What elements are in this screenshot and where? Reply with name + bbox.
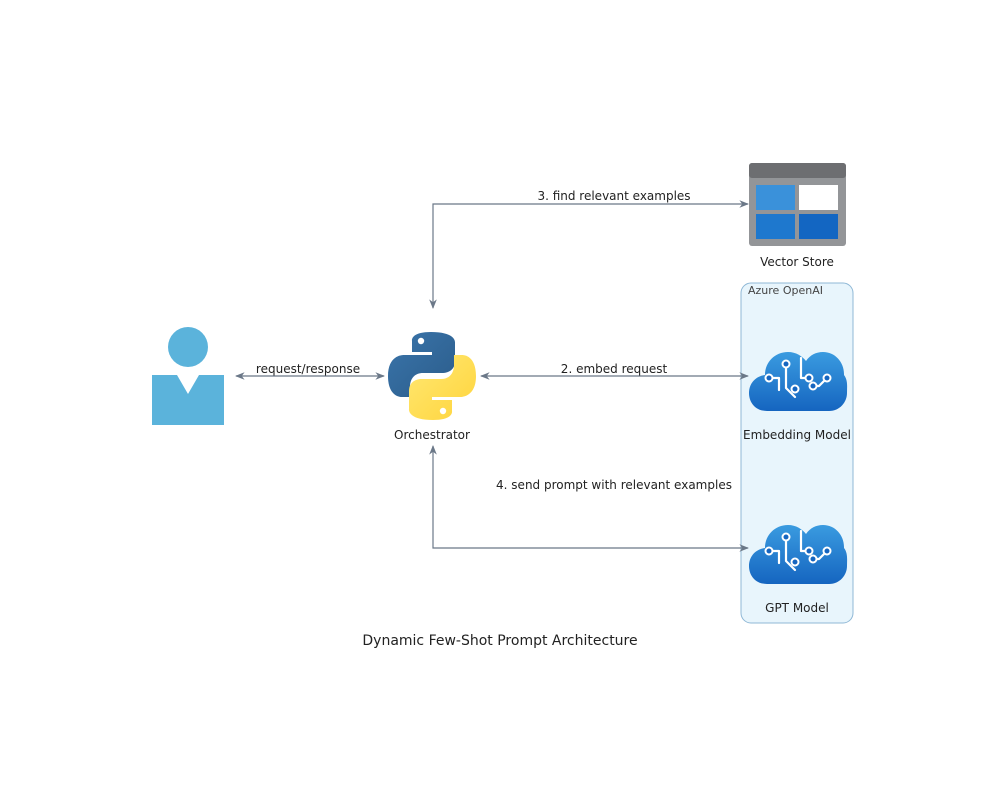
user-icon (152, 327, 224, 425)
gpt-model-label: GPT Model (765, 601, 829, 615)
embedding-model-label: Embedding Model (743, 428, 851, 442)
embedding-model-ai-cloud-icon (749, 352, 848, 411)
edge-find-relevant-examples (429, 200, 749, 309)
find-relevant-examples-label: 3. find relevant examples (537, 189, 691, 203)
request-response-label: request/response (255, 362, 361, 376)
vector-store-icon (749, 163, 846, 246)
vector-store-label: Vector Store (760, 255, 834, 269)
azure-openai-group-label: Azure OpenAI (748, 284, 823, 297)
embed-request-label: 2. embed request (560, 362, 668, 376)
gpt-model-ai-cloud-icon (749, 525, 848, 584)
orchestrator-label: Orchestrator (394, 428, 470, 442)
send-prompt-label: 4. send prompt with relevant examples (496, 478, 732, 492)
edge-send-prompt (429, 445, 749, 552)
python-icon (388, 332, 476, 420)
diagram-title: Dynamic Few-Shot Prompt Architecture (362, 633, 638, 649)
